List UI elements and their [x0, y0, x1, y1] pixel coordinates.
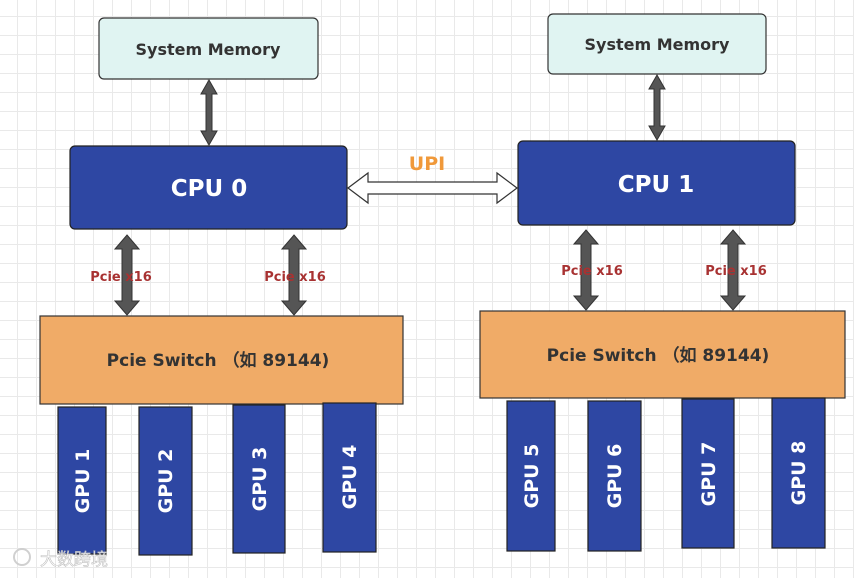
gpu-8-label: GPU 8 — [788, 441, 810, 506]
gpu-2: GPU 2 — [138, 406, 193, 556]
cpu-0-label: CPU 0 — [171, 176, 247, 202]
gpu-8: GPU 8 — [771, 397, 826, 549]
gpu-1-label: GPU 1 — [72, 449, 94, 514]
gpu-6: GPU 6 — [587, 400, 642, 552]
gpu-2-label: GPU 2 — [155, 449, 177, 514]
gpu-4: GPU 4 — [322, 402, 377, 553]
gpu-3-label: GPU 3 — [249, 447, 271, 512]
cpu-0: CPU 0 — [69, 145, 348, 230]
pcie-switch-0: Pcie Switch （如 89144) — [39, 315, 404, 405]
gpu-3: GPU 3 — [232, 404, 286, 554]
gpu-5-label: GPU 5 — [521, 444, 543, 509]
gpu-5: GPU 5 — [506, 400, 556, 552]
system-memory-0-label: System Memory — [136, 40, 282, 59]
gpu-7-label: GPU 7 — [698, 442, 720, 507]
gpu-1: GPU 1 — [57, 406, 107, 555]
pcie-label-2: Pcie x16 — [264, 270, 326, 285]
pcie-label-4: Pcie x16 — [705, 264, 767, 279]
upi-label: UPI — [409, 153, 445, 175]
pcie-switch-1: Pcie Switch （如 89144) — [479, 310, 846, 399]
mem0-cpu0-arrow — [200, 78, 218, 147]
watermark-logo: 大数跨境 — [13, 548, 108, 570]
system-memory-1: System Memory — [547, 13, 767, 75]
cpu-1-label: CPU 1 — [618, 172, 694, 198]
watermark-text: 大数跨境 — [40, 550, 108, 570]
upi-arrow — [347, 171, 518, 205]
gpu-6-label: GPU 6 — [604, 444, 626, 509]
gpu-7: GPU 7 — [681, 398, 735, 549]
pcie-switch-1-label: Pcie Switch （如 89144) — [547, 345, 770, 366]
cpu-1: CPU 1 — [517, 140, 796, 226]
mem1-cpu1-arrow — [648, 73, 666, 142]
gpu-4-label: GPU 4 — [339, 445, 361, 510]
pcie-label-3: Pcie x16 — [561, 264, 623, 279]
pcie-label-1: Pcie x16 — [90, 270, 152, 285]
system-memory-0: System Memory — [98, 17, 319, 80]
pcie-switch-0-label: Pcie Switch （如 89144) — [107, 350, 330, 371]
system-memory-1-label: System Memory — [585, 35, 731, 54]
